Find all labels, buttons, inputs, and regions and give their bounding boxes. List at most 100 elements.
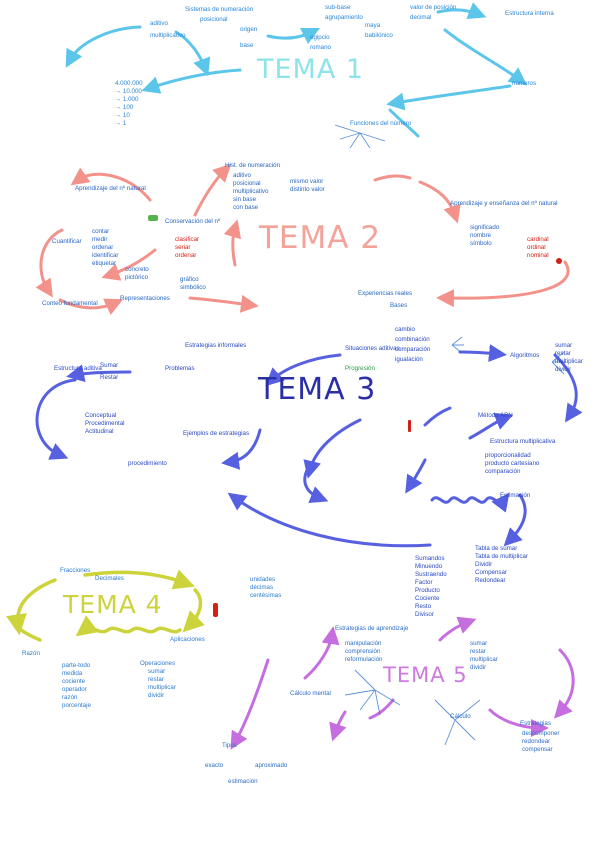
t2-right-b-1: nombre	[470, 232, 491, 239]
t3-alg-bottom-1: Tabla de multiplicar	[475, 553, 528, 560]
t4-right2-0: sumar	[148, 668, 166, 675]
t5-arrow-a	[230, 658, 270, 750]
t1-list-5: → 1	[115, 120, 127, 127]
t4-wave	[75, 615, 182, 637]
t3-comb-1: combinación	[395, 336, 430, 343]
t3-alg-sub-3: dividir	[555, 366, 572, 373]
t1-valor: valor de posición	[410, 4, 457, 11]
t2-red-0: cardinal	[527, 236, 549, 243]
t1-right-num: números	[512, 80, 537, 87]
t3-arrow-l	[468, 412, 514, 440]
t1-romano: romano	[310, 44, 331, 51]
t5-arrow-f	[329, 710, 347, 742]
t3-top-left: Estrategias informales	[185, 342, 247, 349]
t2-red-1: ordinal	[527, 244, 546, 251]
red-node-c	[213, 603, 218, 617]
t2-item-4: con base	[233, 204, 259, 211]
t2-exp: Experiencias reales	[358, 290, 412, 297]
t2-arrow-h	[436, 260, 570, 308]
t2-error-1: seriar	[175, 244, 191, 251]
t1-list-4: → 10	[115, 112, 130, 119]
t5-right-sub-2: compensar	[522, 746, 553, 753]
t3-estim: Estimación	[500, 492, 531, 499]
t1-egipcio: egipcio	[310, 34, 330, 41]
t4-bottom: Aplicaciones	[170, 636, 205, 643]
t3-arrow-a	[265, 353, 342, 387]
t3-mid-left-1: Procedimental	[85, 420, 125, 427]
t4-arrow-b	[83, 569, 195, 590]
t3-alg-sub-1: restar	[555, 350, 571, 357]
t2-repr-3: simbólico	[180, 284, 206, 291]
t5-top-sub-0: manipulación	[345, 640, 382, 647]
t5-tipos-sub-0: exacto	[205, 762, 224, 769]
t1-posicional: posicional	[200, 16, 228, 23]
t2-arrow-a	[70, 167, 152, 202]
t5-right-sub-0: descomponer	[522, 730, 560, 737]
t2-arrow-d	[58, 298, 124, 315]
t3-mult-sub-2: comparación	[485, 468, 521, 475]
t1-list-2: → 1.000	[115, 96, 139, 103]
t5-center: Cálculo	[450, 713, 471, 720]
t2-red-2: nominal	[527, 252, 549, 259]
t2-left-a: Aprendizaje del nº natural	[75, 185, 146, 192]
t4-mid-2: centésimas	[250, 592, 282, 599]
t2-right-b-2: símbolo	[470, 240, 492, 247]
t3-bottom-1: Minuendo	[415, 563, 443, 570]
t2-item-3: sin base	[233, 196, 257, 203]
t2-error-2: ordenar	[175, 252, 197, 259]
t2-arrow-g	[418, 180, 461, 224]
t3-bottom-5: Cociente	[415, 595, 440, 602]
t2-item-0: aditivo	[233, 172, 251, 179]
t1-list-0: 4.000.000	[115, 80, 143, 87]
t1-base: base	[240, 42, 254, 49]
t4-list-0: parte-todo	[62, 662, 91, 669]
t5-right-sub-1: redondear	[522, 738, 551, 745]
t2-repr: Representaciones	[120, 295, 170, 302]
t1-arrow-d	[436, 2, 487, 20]
t3-arrow-i	[405, 458, 427, 494]
t5-tipos-sub-1: aproximado	[255, 762, 288, 769]
t2-arrow-b	[193, 163, 232, 217]
t3-alg-sub-2: multiplicar	[555, 358, 583, 365]
t4-list-1: medida	[62, 670, 83, 677]
t1-sub-b: agrupamiento	[325, 14, 363, 21]
t4-mid-0: unidades	[250, 576, 276, 583]
tema-3-title: TEMA 3	[258, 372, 377, 407]
t1-sub-a: sub-base	[325, 4, 351, 11]
t1-arrow-b	[174, 30, 211, 77]
t2-arrow-c	[35, 228, 64, 298]
t4-arrow-a	[6, 578, 57, 636]
t1-list-3: → 100	[115, 104, 134, 111]
t2-arrow-e	[188, 294, 259, 313]
t3-arrow-f	[221, 428, 262, 470]
t3-estr: Estructura aditiva	[54, 365, 102, 372]
t2-cuant-1: medir	[92, 236, 108, 243]
t3-mult-sub-1: producto cartesiano	[485, 460, 540, 467]
t3-comb-3: igualación	[395, 356, 423, 363]
t1-arrow-a	[65, 25, 142, 68]
t3-arrow-m	[423, 406, 452, 427]
t5-right: Estrategias	[520, 720, 551, 727]
t3-wave	[430, 492, 510, 513]
t4-top2: Decimales	[95, 575, 124, 582]
t4-left: Razón	[22, 650, 40, 657]
t1-right-top: Estructura interna	[505, 10, 554, 17]
t5-center-sub-0: sumar	[470, 640, 488, 647]
t5-top-sub-1: comprensión	[345, 648, 381, 655]
t1-origen: origen	[240, 26, 258, 33]
t1-babilonico: babilónico	[365, 32, 393, 39]
t4-list-5: porcentaje	[62, 702, 91, 709]
t1-arrow-f	[386, 84, 512, 111]
t3-restar: Restar	[100, 374, 119, 381]
t3-metodo: Método ABN	[478, 412, 513, 419]
t3-arrow-b	[458, 344, 507, 363]
t3-mid-cent: Ejemplos de estrategias	[183, 430, 250, 437]
t3-sumar: Sumar	[100, 362, 119, 369]
t4-right: Operaciones	[140, 660, 176, 667]
t5-arrow-c	[438, 616, 477, 642]
t3-alg-bottom-0: Tabla de sumar	[475, 545, 518, 552]
t4-right2-1: restar	[148, 676, 164, 683]
t2-repr-1: pictórico	[125, 274, 149, 281]
t3-prog: Progresión	[345, 365, 375, 372]
